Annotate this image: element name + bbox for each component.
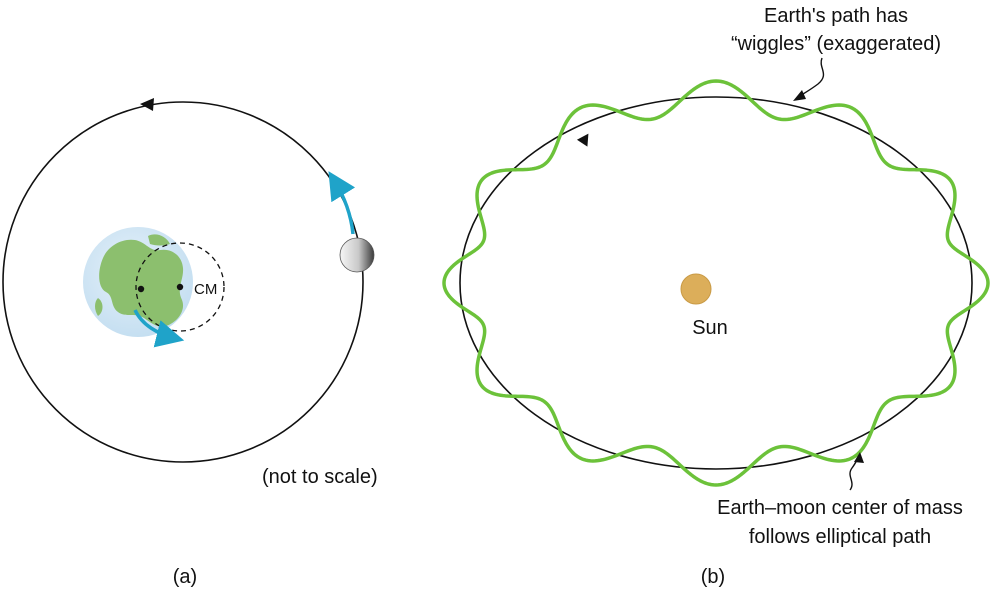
earth-cm-circle [135,242,225,332]
earth-center-dot [137,285,145,293]
cm-leader-line [849,457,859,491]
earth-motion-arrow [133,309,185,348]
cm-dot [176,283,184,291]
caption-a: (a) [173,566,197,588]
cm-leader-arrow-icon [854,452,864,463]
panel-b: Sun Earth's path has “wiggles” (exaggera… [442,5,990,588]
cm-elliptical-orbit [459,96,973,470]
sun-label: Sun [692,317,728,339]
moon-orbit [2,101,364,463]
cm-annotation-line1: Earth–moon center of mass [717,497,963,519]
earth-icon [83,227,193,337]
wiggles-leader-arrow-icon [793,90,806,101]
sun-icon [680,273,712,305]
wiggles-annotation-line2: “wiggles” (exaggerated) [731,33,941,55]
moon-motion-arrow [328,171,356,235]
wiggles-leader-line [799,57,825,97]
cm-annotation-line2: follows elliptical path [749,526,931,548]
wiggles-annotation-line1: Earth's path has [764,5,908,27]
moon-icon [339,237,375,273]
earth-wiggle-path [442,79,990,487]
cm-label: CM [194,281,217,298]
orbit-arrow-icon [140,98,154,111]
panel-a: CM (not to scale) (a) [2,98,378,588]
ellipse-arrow-icon [576,133,589,147]
not-to-scale-note: (not to scale) [262,466,378,488]
caption-b: (b) [701,566,725,588]
